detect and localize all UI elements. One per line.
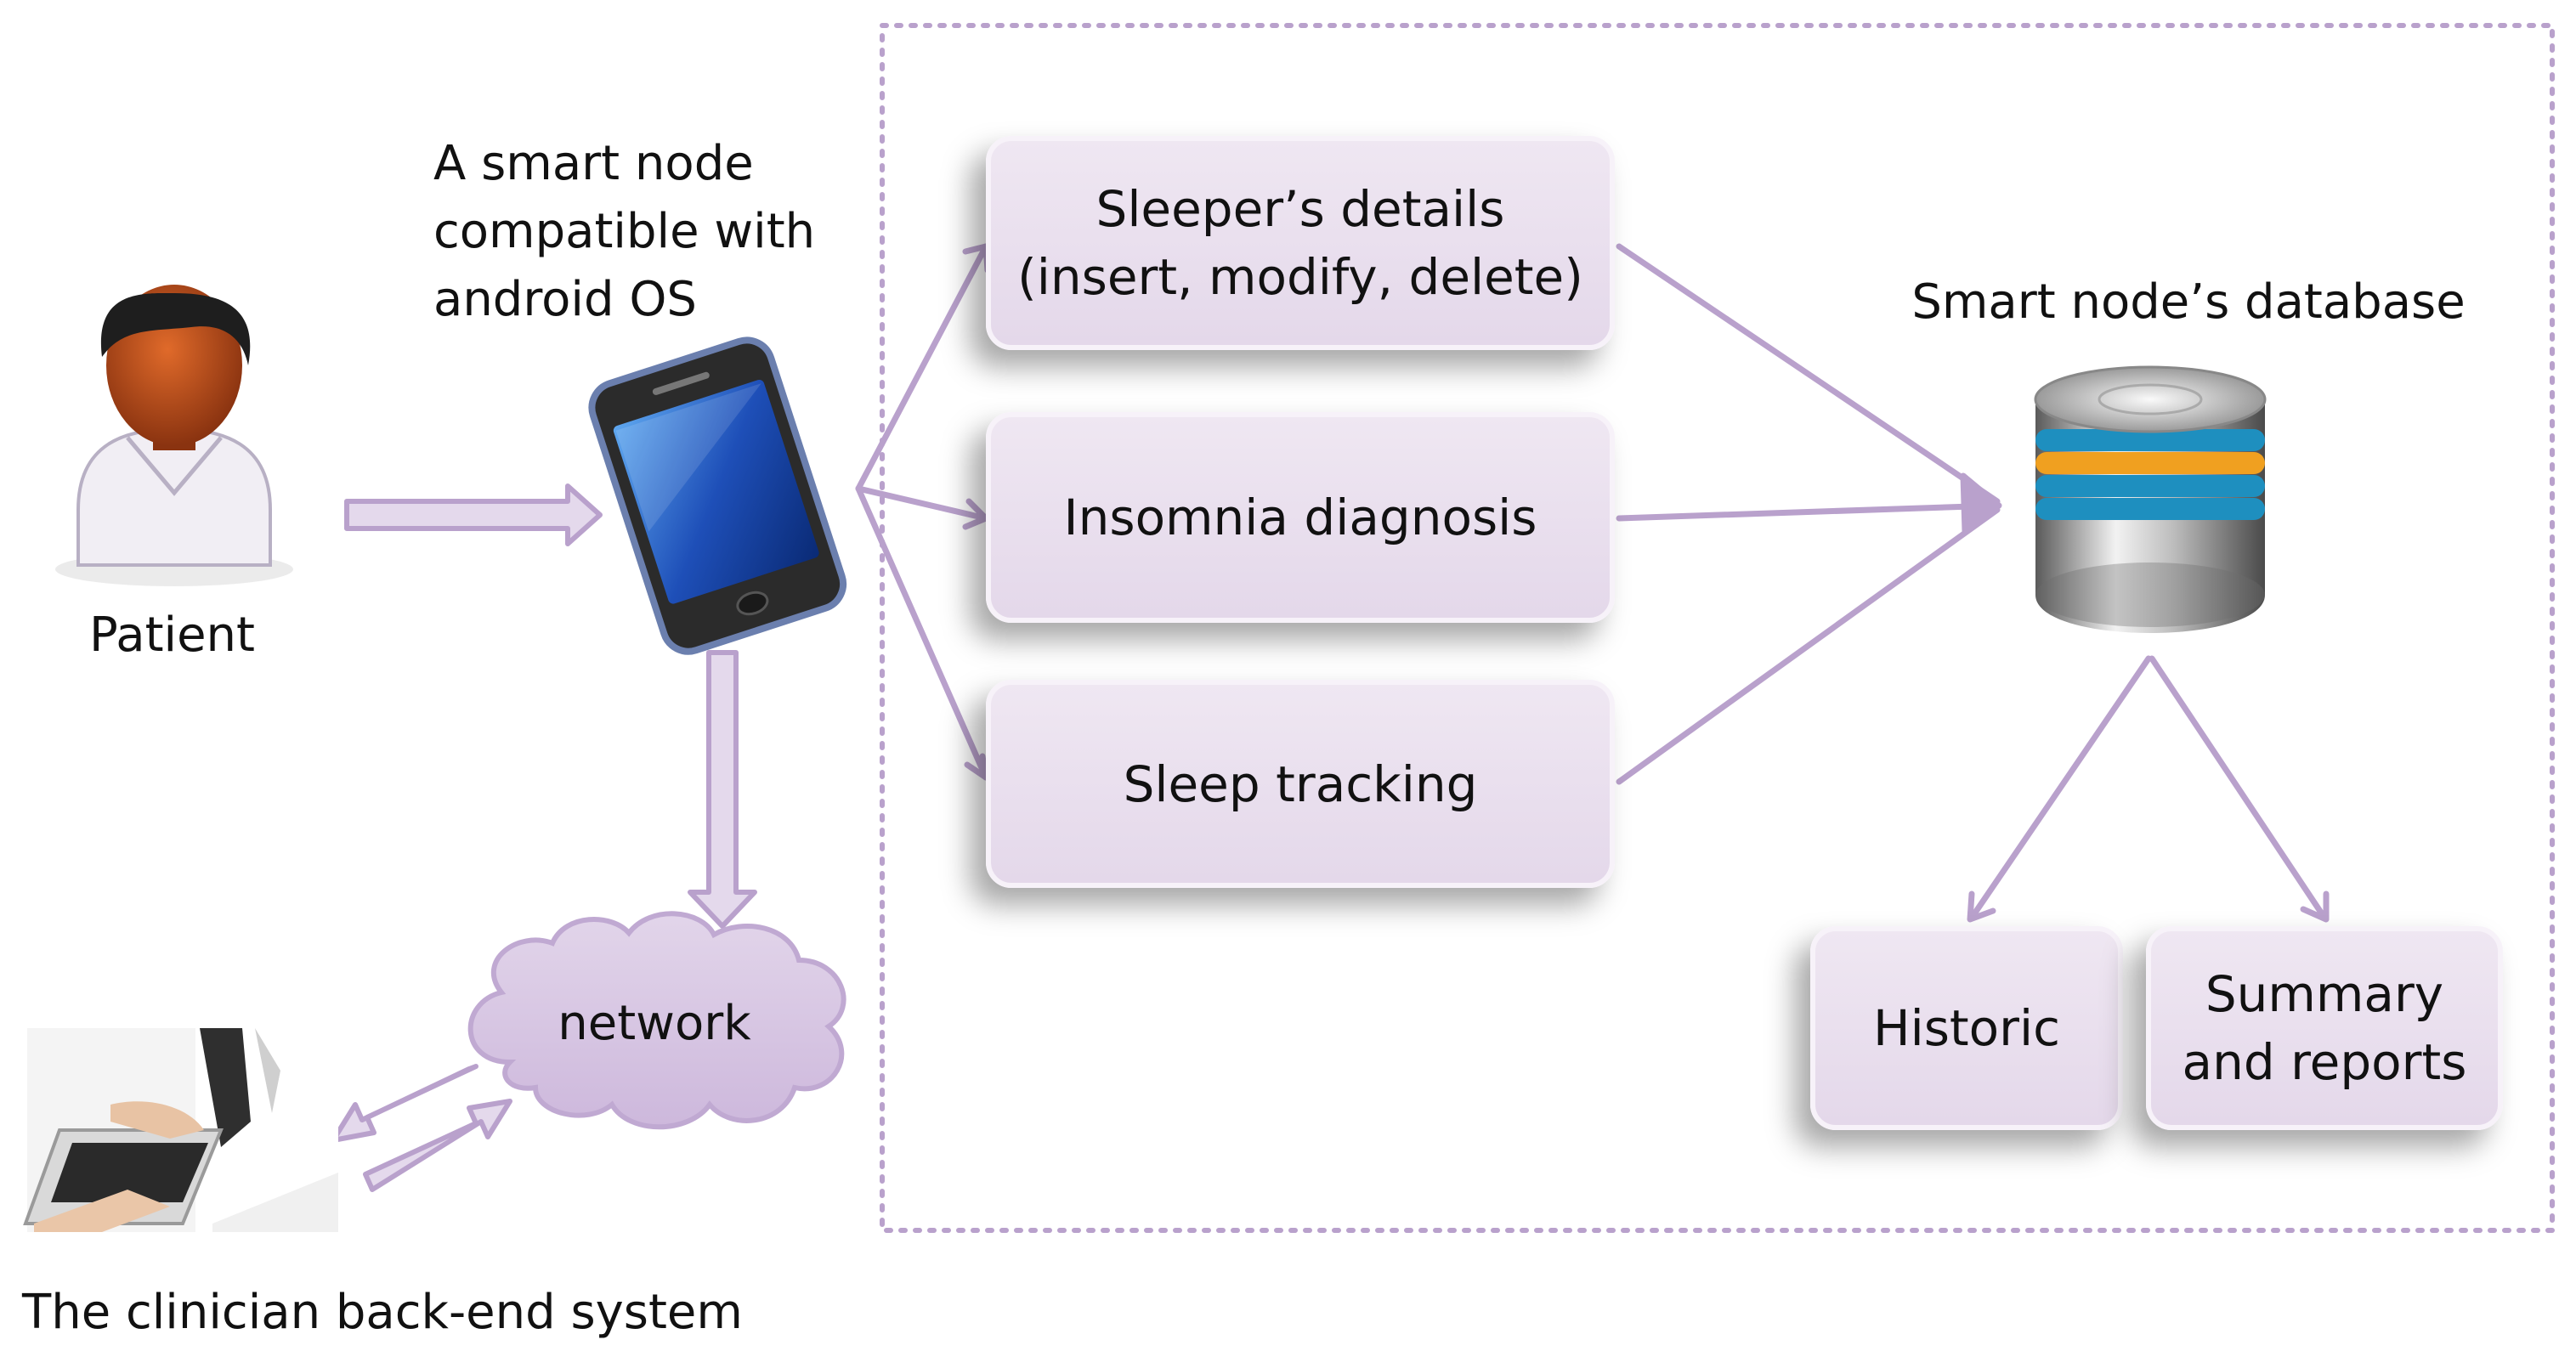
database-label: Smart node’s database: [1911, 274, 2466, 330]
module-sleeper-details[interactable]: Sleeper’s details (insert, modify, delet…: [986, 136, 1615, 350]
smartphone-icon: [588, 336, 847, 655]
cloud-icon: [467, 911, 846, 1130]
arrows-phone-to-modules: [855, 243, 991, 781]
smart-node-title-line-1: A smart node: [433, 136, 754, 191]
module-sleep-tracking[interactable]: Sleep tracking: [986, 680, 1615, 888]
patient-label: Patient: [89, 608, 255, 663]
arrow-patient-to-phone: [344, 483, 603, 546]
arrow-phone-to-network: [688, 650, 757, 929]
output-summary-line-2: and reports: [2182, 1033, 2467, 1091]
module-insomnia-diagnosis[interactable]: Insomnia diagnosis: [986, 412, 1615, 623]
module-sleep-tracking-label: Sleep tracking: [1123, 755, 1478, 813]
output-historic[interactable]: Historic: [1810, 926, 2123, 1130]
output-summary-reports[interactable]: Summary and reports: [2146, 926, 2503, 1130]
smart-node-title-line-3: android OS: [433, 272, 697, 327]
module-insomnia-diagnosis-label: Insomnia diagnosis: [1063, 489, 1537, 546]
output-summary-line-1: Summary: [2205, 965, 2444, 1023]
arrow-clinician-to-network: [363, 1099, 512, 1192]
smart-node-boundary: [880, 23, 2555, 1233]
output-historic-label: Historic: [1872, 999, 2061, 1057]
clinician-label: The clinician back-end system: [22, 1285, 743, 1340]
clinician-laptop-photo: [23, 1028, 338, 1232]
module-sleeper-details-line-2: (insert, modify, delete): [1017, 248, 1583, 306]
module-sleeper-details-line-1: Sleeper’s details: [1096, 180, 1505, 238]
arrow-network-to-clinician: [331, 1064, 478, 1143]
arrows-database-to-outputs: [1967, 655, 2330, 923]
smart-node-title: A smart node compatible with android OS: [433, 130, 815, 334]
patient-icon: [55, 285, 293, 586]
arrows-modules-to-database: [1616, 243, 2002, 785]
smart-node-title-line-2: compatible with: [433, 204, 816, 259]
database-icon: [2034, 365, 2267, 633]
network-label: network: [558, 996, 751, 1051]
